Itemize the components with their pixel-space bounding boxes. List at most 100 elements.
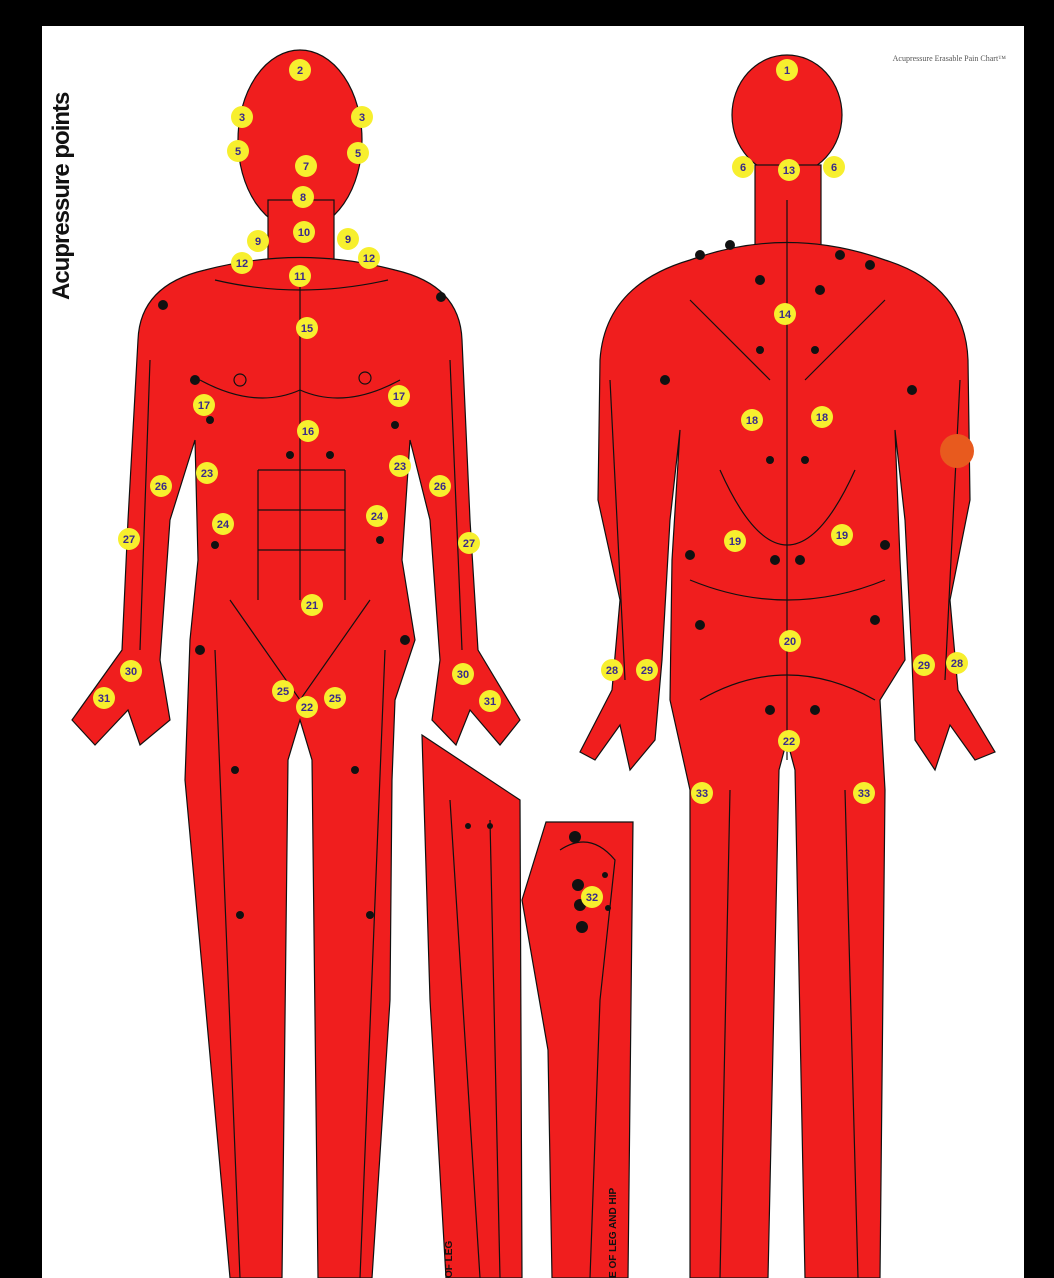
front-point-7-5: 7 — [295, 155, 317, 177]
front-point-30-27: 30 — [452, 663, 474, 685]
point-label: 30 — [125, 666, 137, 678]
point-label: 22 — [783, 736, 795, 748]
point-label: 33 — [858, 788, 870, 800]
front-point-30-26: 30 — [120, 660, 142, 682]
point-label: 31 — [484, 696, 496, 708]
back-point-19-7: 19 — [724, 530, 746, 552]
front-point-12-10: 12 — [231, 252, 253, 274]
point-label: 23 — [201, 468, 213, 480]
front-point-8-6: 8 — [292, 186, 314, 208]
back-point-18-5: 18 — [741, 409, 763, 431]
point-label: 5 — [355, 148, 361, 160]
back-point-22-14: 22 — [778, 730, 800, 752]
back-point-18-6: 18 — [811, 406, 833, 428]
point-label: 16 — [302, 426, 314, 438]
point-label: 12 — [236, 258, 248, 270]
front-point-3-2: 3 — [351, 106, 373, 128]
point-label: 10 — [298, 227, 310, 239]
marked-spot — [940, 434, 974, 468]
point-label: 6 — [831, 162, 837, 174]
point-label: 30 — [457, 669, 469, 681]
front-point-25-31: 25 — [324, 687, 346, 709]
point-label: 7 — [303, 161, 309, 173]
front-point-11-12: 11 — [289, 265, 311, 287]
point-label: 23 — [394, 461, 406, 473]
point-label: 24 — [371, 511, 384, 523]
point-label: 28 — [606, 665, 618, 677]
front-point-16-16: 16 — [297, 420, 319, 442]
point-label: 19 — [836, 530, 848, 542]
leg-point-markers: 32 — [581, 886, 603, 908]
point-label: 31 — [98, 693, 110, 705]
back-point-20-9: 20 — [779, 630, 801, 652]
front-point-21-25: 21 — [301, 594, 323, 616]
point-label: 20 — [784, 636, 796, 648]
point-label: 2 — [297, 65, 303, 77]
front-point-27-24: 27 — [458, 532, 480, 554]
point-label: 25 — [329, 693, 341, 705]
point-label: 27 — [123, 534, 135, 546]
back-point-33-16: 33 — [853, 782, 875, 804]
front-point-31-29: 31 — [479, 690, 501, 712]
point-label: 3 — [239, 112, 245, 124]
point-label: 19 — [729, 536, 741, 548]
point-label: 11 — [294, 271, 306, 283]
front-point-31-28: 31 — [93, 687, 115, 709]
front-point-9-9: 9 — [337, 228, 359, 250]
back-point-6-3: 6 — [823, 156, 845, 178]
leg-point-32-0: 32 — [581, 886, 603, 908]
front-point-24-22: 24 — [366, 505, 388, 527]
leg-hip-view-label: E OF LEG AND HIP — [608, 1188, 619, 1278]
point-label: 17 — [393, 391, 405, 403]
front-point-5-3: 5 — [227, 140, 249, 162]
front-point-26-20: 26 — [429, 475, 451, 497]
front-point-10-7: 10 — [293, 221, 315, 243]
back-point-29-11: 29 — [636, 659, 658, 681]
back-point-33-15: 33 — [691, 782, 713, 804]
point-label: 13 — [783, 165, 795, 177]
front-point-27-23: 27 — [118, 528, 140, 550]
front-point-25-30: 25 — [272, 680, 294, 702]
leg-view-label: OF LEG — [444, 1241, 455, 1278]
back-point-28-10: 28 — [601, 659, 623, 681]
point-label: 9 — [255, 236, 261, 248]
front-point-17-14: 17 — [193, 394, 215, 416]
point-label: 26 — [155, 481, 167, 493]
point-label: 25 — [277, 686, 289, 698]
point-label: 1 — [784, 65, 790, 77]
front-point-9-8: 9 — [247, 230, 269, 252]
front-point-15-13: 15 — [296, 317, 318, 339]
point-label: 27 — [463, 538, 475, 550]
point-label: 33 — [696, 788, 708, 800]
back-point-29-12: 29 — [913, 654, 935, 676]
point-label: 9 — [345, 234, 351, 246]
point-label: 18 — [746, 415, 758, 427]
point-label: 15 — [301, 323, 313, 335]
point-label: 5 — [235, 146, 241, 158]
point-label: 29 — [918, 660, 930, 672]
point-label: 12 — [363, 253, 375, 265]
back-point-1-0: 1 — [776, 59, 798, 81]
point-label: 18 — [816, 412, 828, 424]
front-point-5-4: 5 — [347, 142, 369, 164]
point-label: 3 — [359, 112, 365, 124]
point-label: 32 — [586, 892, 598, 904]
front-point-2-0: 2 — [289, 59, 311, 81]
front-point-22-32: 22 — [296, 696, 318, 718]
point-label: 6 — [740, 162, 746, 174]
front-point-3-1: 3 — [231, 106, 253, 128]
point-label: 17 — [198, 400, 210, 412]
point-label: 21 — [306, 600, 318, 612]
chart-credit: Acupressure Erasable Pain Chart™ — [893, 54, 1006, 63]
point-label: 28 — [951, 658, 963, 670]
back-point-6-1: 6 — [732, 156, 754, 178]
back-point-13-2: 13 — [778, 159, 800, 181]
back-point-14-4: 14 — [774, 303, 796, 325]
back-point-19-8: 19 — [831, 524, 853, 546]
point-label: 8 — [300, 192, 306, 204]
front-point-26-19: 26 — [150, 475, 172, 497]
front-point-23-18: 23 — [389, 455, 411, 477]
point-label: 14 — [779, 309, 792, 321]
